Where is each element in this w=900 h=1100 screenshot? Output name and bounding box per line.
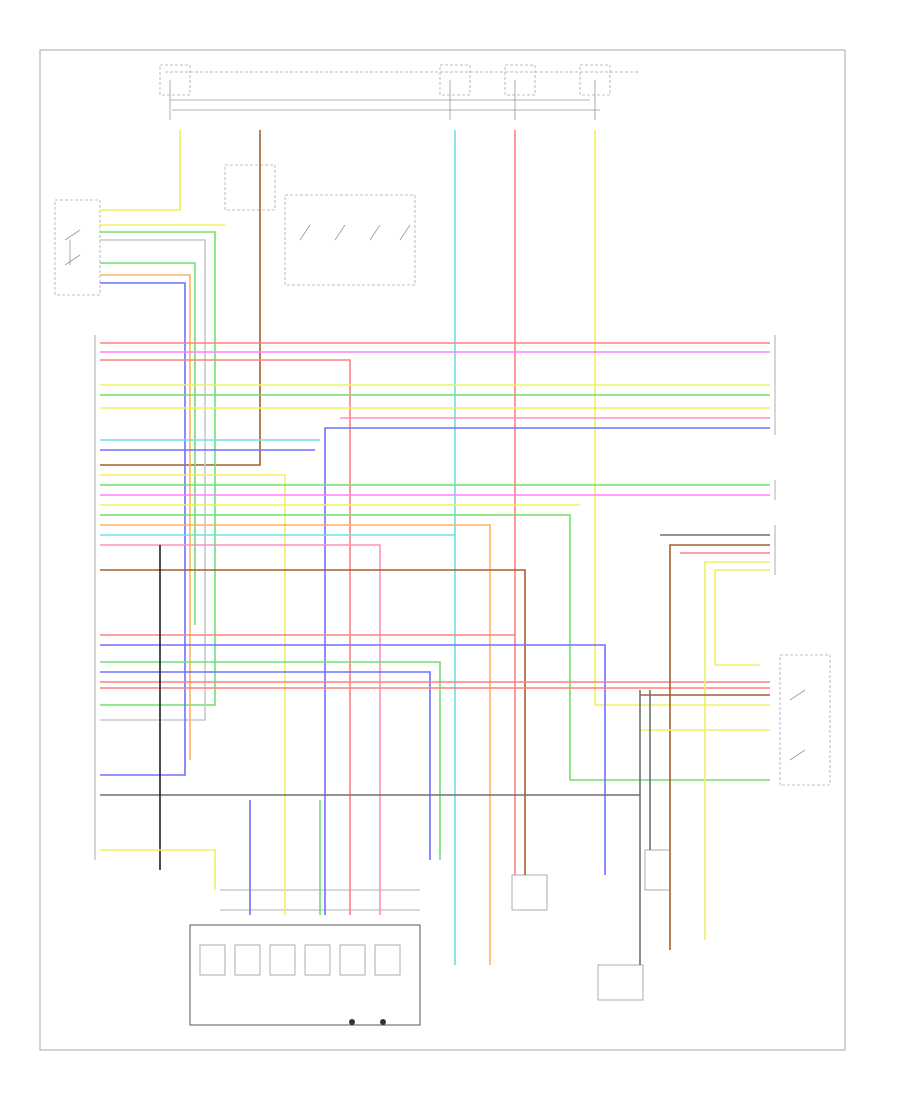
upper-relay-block [224,164,416,286]
wire-group [100,130,770,965]
left-switch-assembly [54,199,101,296]
speed-sensor-component [597,964,644,1001]
right-connector-block [779,654,831,786]
fuse-group [159,64,611,120]
bottom-components [189,849,671,1026]
switch-component [511,874,548,911]
transmission-solenoid-box [189,924,421,1026]
diagram-frame [39,49,846,1051]
connector-pin-markers [94,335,776,860]
